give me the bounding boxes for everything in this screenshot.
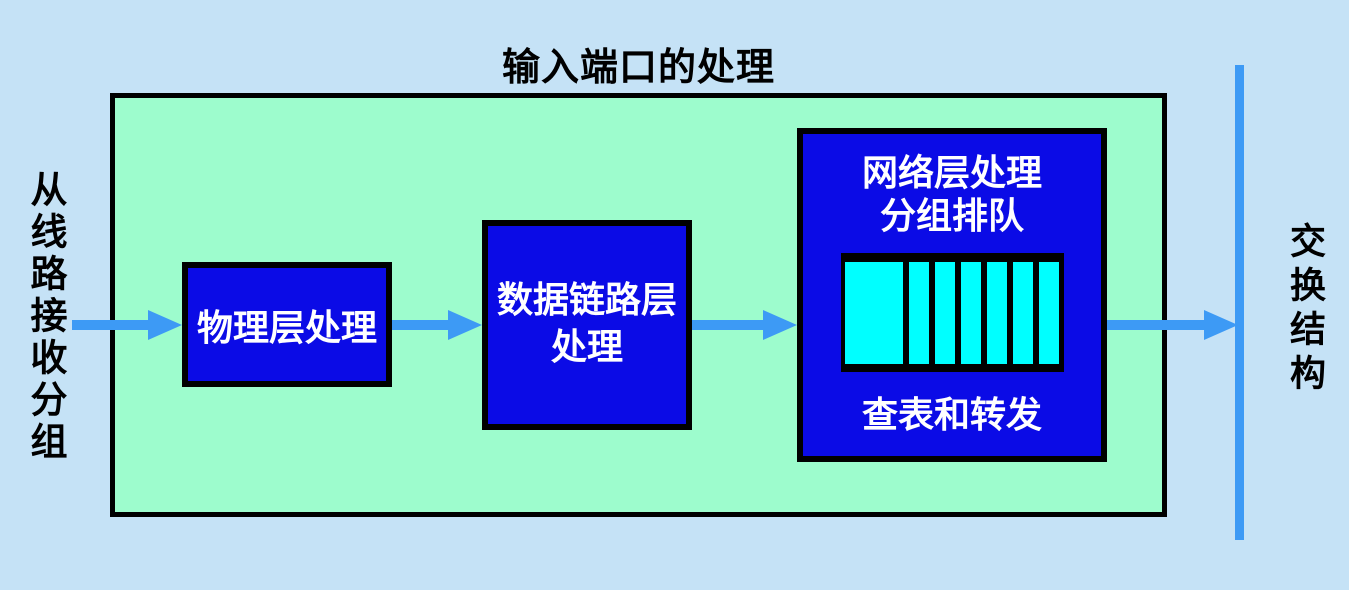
arrow-right-icon-physical-to-datalink xyxy=(392,310,482,340)
network-layer-label-line2: 分组排队 xyxy=(879,196,1024,238)
datalink-layer-box: 数据链路层 处理 xyxy=(482,220,692,430)
queue-cell xyxy=(1012,261,1033,364)
right-label-switching-fabric: 交换结构 xyxy=(1284,222,1325,398)
network-layer-label: 网络层处理 分组排队 xyxy=(862,152,1042,238)
queue-cell xyxy=(986,261,1007,364)
arrow-head xyxy=(448,310,482,340)
network-layer-label-line1: 网络层处理 xyxy=(861,153,1042,194)
queue-cell xyxy=(908,261,929,364)
arrow-right-icon-line-to-physical xyxy=(72,310,182,340)
lookup-forward-label: 查表和转发 xyxy=(861,395,1042,436)
queue-cell xyxy=(1038,261,1059,364)
arrow-head xyxy=(1204,310,1238,340)
arrow-shaft xyxy=(1107,320,1204,330)
datalink-layer-label-line1: 数据链路层 xyxy=(496,280,677,322)
network-layer-box: 网络层处理 分组排队 查表和转发 xyxy=(797,128,1107,462)
queue-cell-wide xyxy=(844,261,903,364)
packet-queue xyxy=(840,252,1064,372)
arrow-shaft xyxy=(72,320,148,330)
queue-cell xyxy=(960,261,981,364)
queue-cell xyxy=(934,261,955,364)
switching-fabric-bar xyxy=(1235,65,1244,540)
arrow-right-icon-network-to-fabric xyxy=(1107,310,1238,340)
arrow-right-icon-datalink-to-network xyxy=(692,310,797,340)
arrow-shaft xyxy=(392,320,448,330)
diagram-title: 输入端口的处理 xyxy=(501,45,775,89)
arrow-shaft xyxy=(692,320,763,330)
queue-cells xyxy=(844,261,1059,364)
datalink-layer-label-line2: 处理 xyxy=(550,327,623,368)
arrow-head xyxy=(763,310,797,340)
physical-layer-box: 物理层处理 xyxy=(182,262,392,387)
physical-layer-label: 物理层处理 xyxy=(196,307,377,349)
left-label-receive-from-line: 从线路接收分组 xyxy=(24,170,67,464)
arrow-head xyxy=(148,310,182,340)
